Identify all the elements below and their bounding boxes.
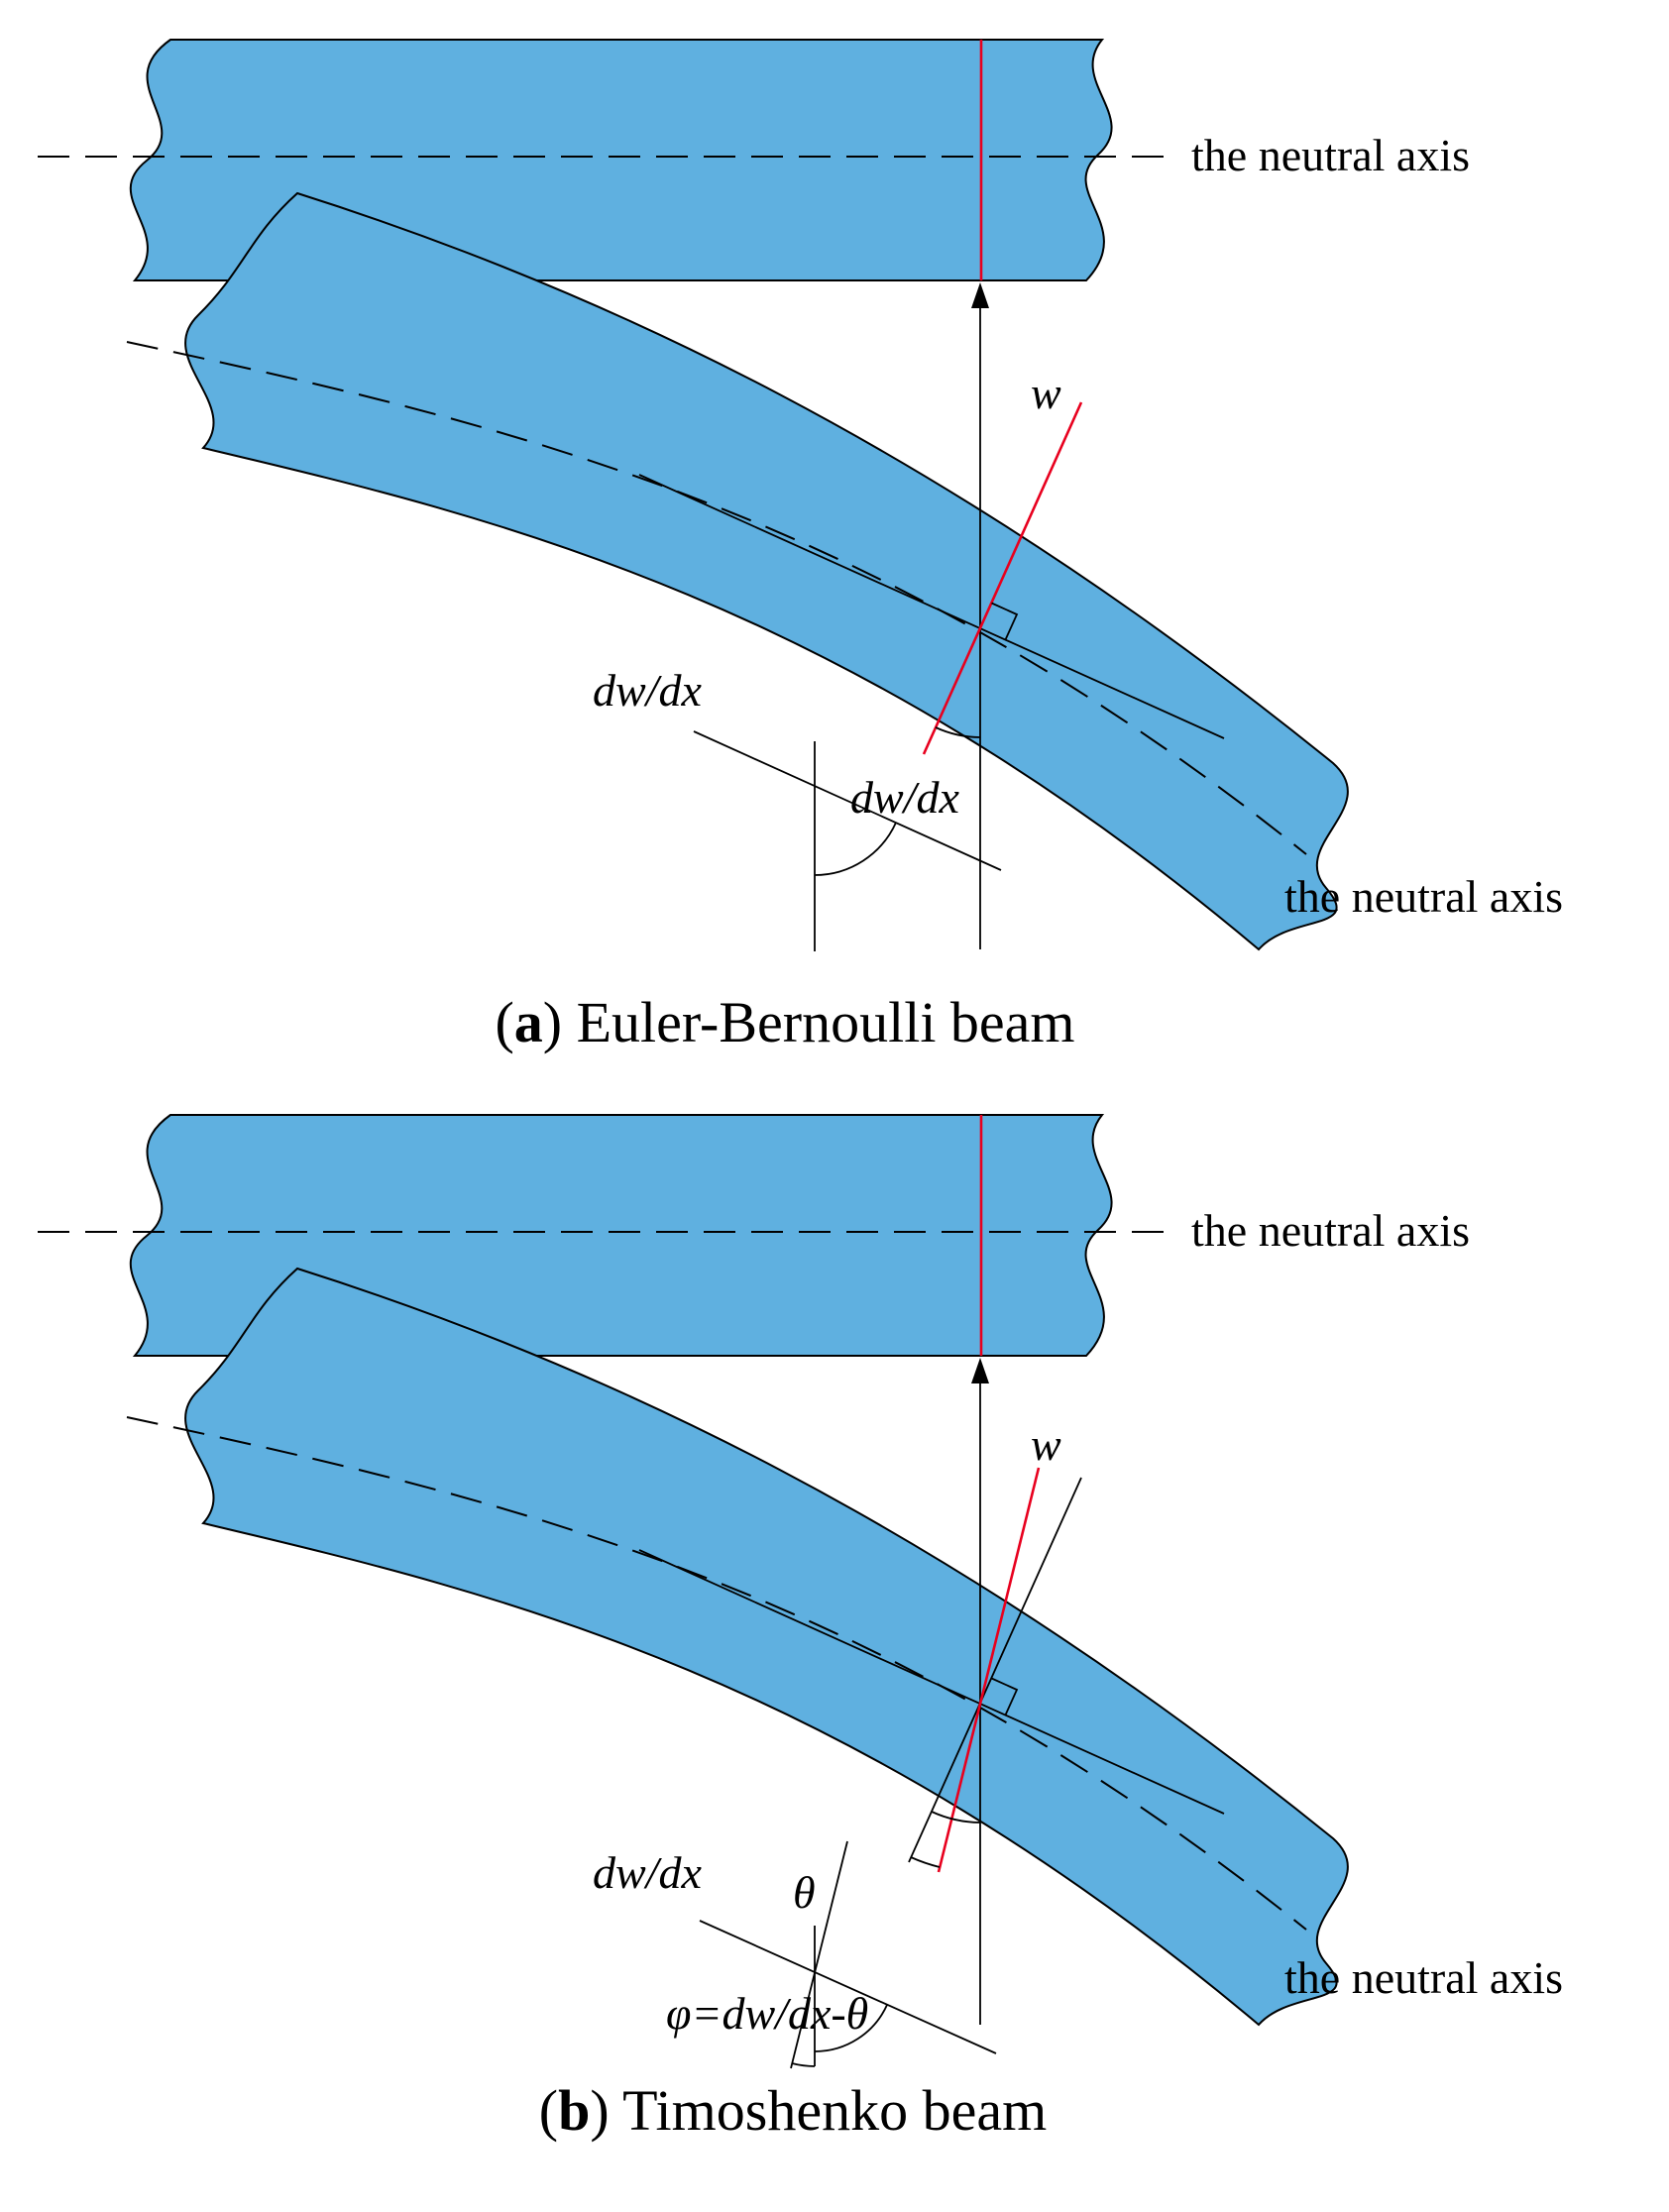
panel-a-diagram: the neutral axis the neutral axis w dw/d… <box>38 39 1563 951</box>
rotation-angle-arc <box>791 2062 816 2067</box>
tangent-line <box>638 1549 1225 1815</box>
neutral-axis-line-deformed <box>126 1416 1307 1931</box>
tangent-line <box>638 474 1225 739</box>
deflection-w-label: w <box>1031 368 1061 418</box>
panel-b-diagram: the neutral axis the neutral axis w dw/d… <box>38 1114 1563 2069</box>
normal-line <box>908 1477 1082 1863</box>
neutral-axis-top-label: the neutral axis <box>1191 1205 1470 1256</box>
caption-a-text: ) Euler-Bernoulli beam <box>542 990 1075 1054</box>
rotation-phi-label: φ=dw/dx-θ <box>666 1988 868 2039</box>
deformed-beam <box>184 191 1349 951</box>
right-angle-marker <box>991 602 1019 640</box>
cross-section-line <box>922 401 1083 755</box>
shear-angle-arc <box>910 1856 941 1868</box>
slope-angle-arc-lower <box>814 2004 888 2052</box>
slope-dwdx-upper-label: dw/dx <box>593 665 702 716</box>
slope-dwdx-lower-label: dw/dx <box>850 772 959 823</box>
neutral-axis-bottom-label: the neutral axis <box>1284 871 1563 922</box>
arrowhead-up-icon <box>971 282 989 308</box>
slope-reference-line <box>693 730 1002 871</box>
cross-section-line <box>937 1467 1041 1873</box>
caption-b-open: ( <box>538 2078 559 2143</box>
slope-angle-arc-lower <box>814 822 897 876</box>
neutral-axis-top-label: the neutral axis <box>1191 130 1470 180</box>
slope-reference-line <box>699 1920 997 2054</box>
caption-a-letter: a <box>513 990 543 1054</box>
caption-panel-b: (b) Timoshenko beam <box>0 2077 1586 2144</box>
arrowhead-up-icon <box>971 1358 989 1383</box>
deformed-beam <box>184 1267 1349 2027</box>
slope-angle-arc <box>935 726 981 738</box>
right-angle-marker <box>991 1677 1019 1715</box>
caption-a-open: ( <box>495 990 514 1054</box>
caption-b-text: ) Timoshenko beam <box>590 2078 1048 2143</box>
neutral-axis-bottom-label: the neutral axis <box>1284 1952 1563 2003</box>
section-direction-line <box>790 1840 848 2069</box>
neutral-axis-line-deformed <box>126 341 1307 855</box>
slope-angle-arc <box>931 1811 981 1824</box>
deflection-w-label: w <box>1031 1419 1061 1470</box>
caption-b-letter: b <box>558 2078 591 2143</box>
caption-panel-a: (a) Euler-Bernoulli beam <box>0 989 1570 1055</box>
shear-theta-label: θ <box>793 1867 816 1918</box>
slope-dwdx-label: dw/dx <box>593 1847 702 1898</box>
